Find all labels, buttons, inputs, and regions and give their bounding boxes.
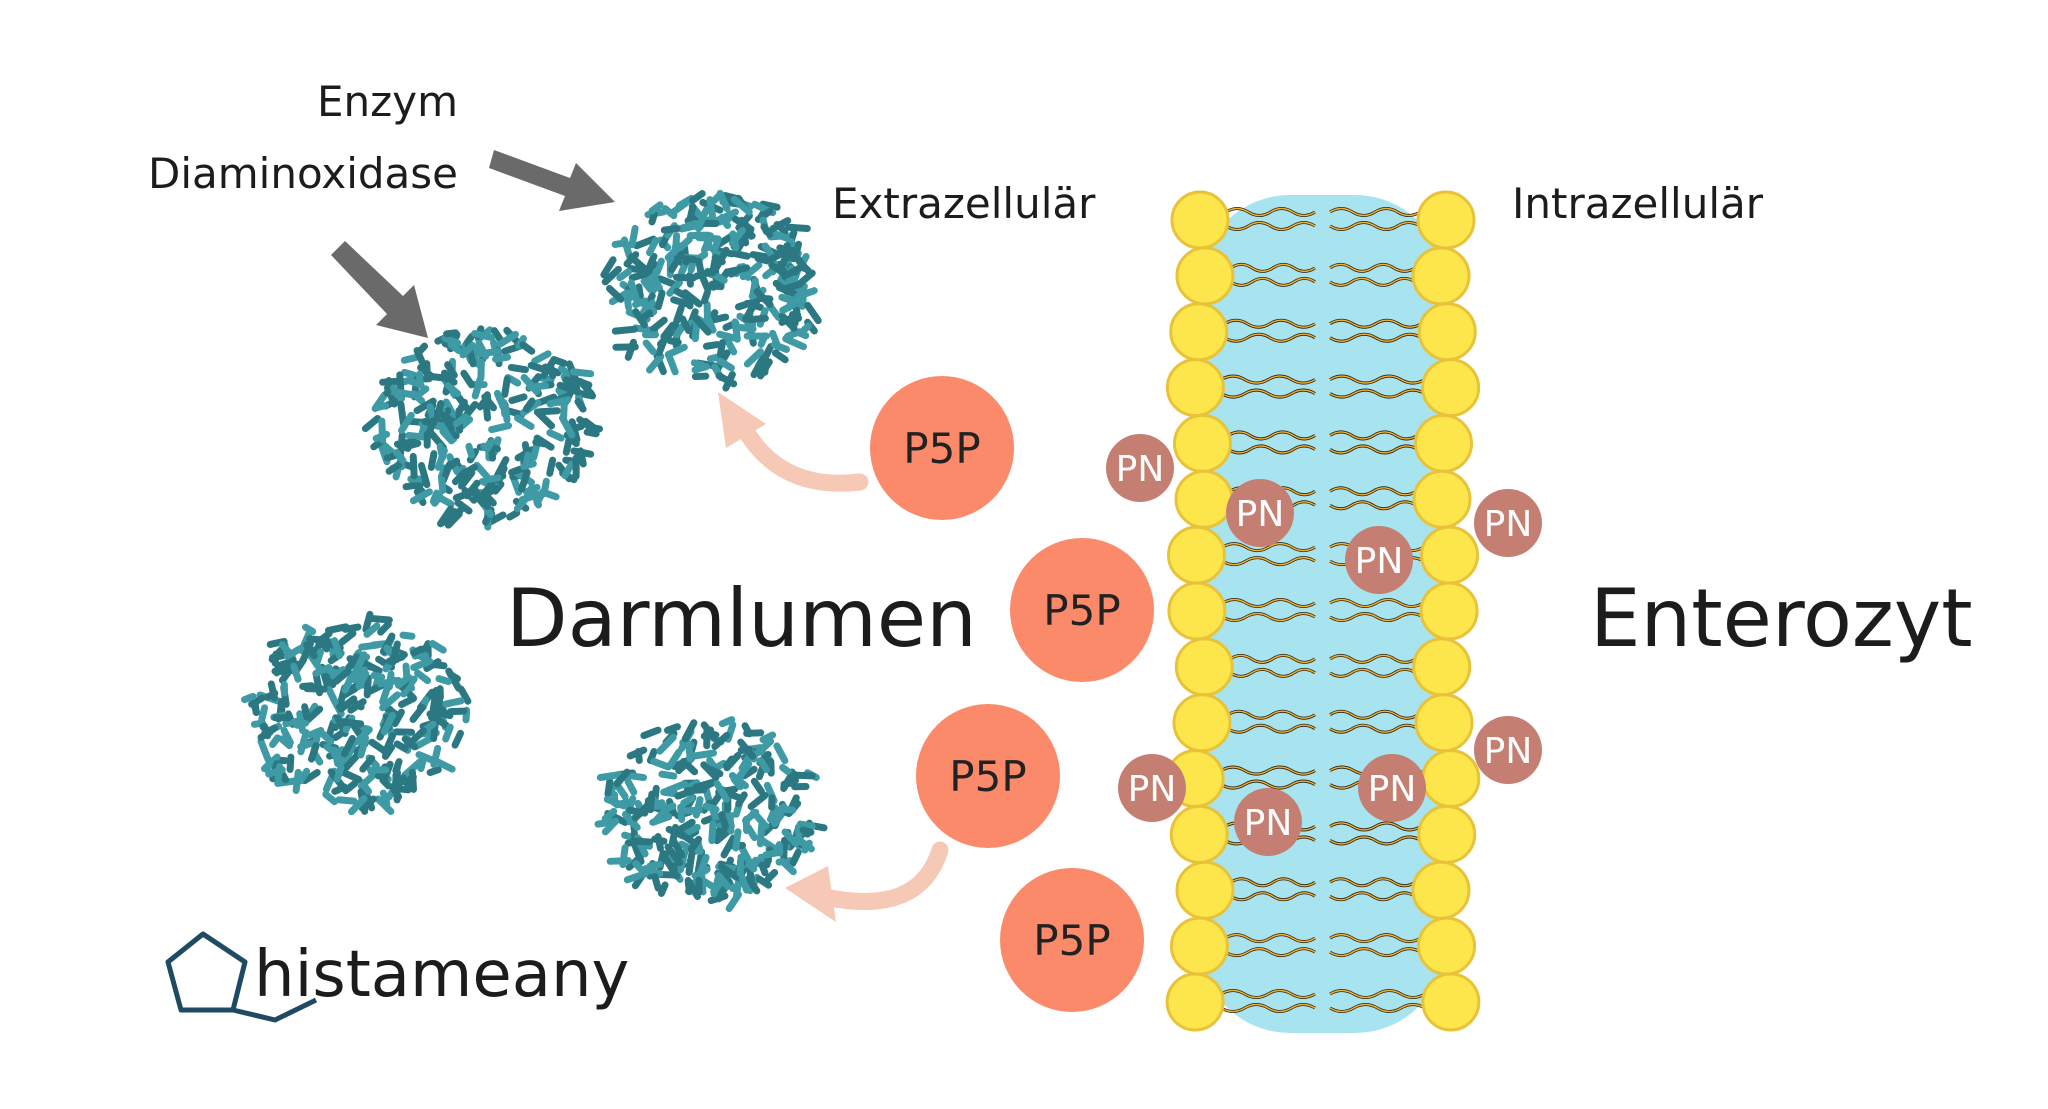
- pn-label: PN: [1128, 769, 1177, 810]
- lipid-head: [1174, 695, 1230, 751]
- pn-molecule: PN: [1474, 489, 1542, 557]
- logo-text: histameany: [254, 938, 629, 1012]
- enterocyte-label: Enterozyt: [1590, 572, 1973, 665]
- enzyme-cluster: [598, 720, 824, 909]
- lipid-head: [1413, 248, 1469, 304]
- p5p-label: P5P: [1043, 586, 1120, 635]
- enzyme-label-line1: Enzym: [317, 77, 458, 126]
- p5p-label: P5P: [903, 424, 980, 473]
- p5p-molecule: P5P: [870, 376, 1014, 520]
- lipid-head: [1423, 974, 1479, 1030]
- lipid-head: [1176, 639, 1232, 695]
- enzyme-cluster: [365, 329, 599, 527]
- p5p-label: P5P: [949, 752, 1026, 801]
- pn-molecule: PN: [1106, 434, 1174, 502]
- lipid-head: [1419, 304, 1475, 360]
- pn-label: PN: [1484, 504, 1533, 545]
- enzyme-cluster: [244, 614, 467, 811]
- lipid-head: [1172, 192, 1228, 248]
- arrow-to-enzyme-left: [331, 241, 428, 338]
- lipid-head: [1416, 415, 1472, 471]
- lipid-head: [1418, 192, 1474, 248]
- lipid-head: [1174, 415, 1230, 471]
- pn-label: PN: [1484, 731, 1533, 772]
- pn-molecule: PN: [1474, 716, 1542, 784]
- lipid-head: [1176, 471, 1232, 527]
- lipid-head: [1416, 695, 1472, 751]
- lipid-head: [1421, 527, 1477, 583]
- lipid-head: [1169, 583, 1225, 639]
- lipid-head: [1421, 583, 1477, 639]
- pn-molecule: PN: [1358, 754, 1426, 822]
- lipid-head: [1177, 862, 1233, 918]
- p5p-molecule: P5P: [1000, 868, 1144, 1012]
- pn-molecule: PN: [1226, 479, 1294, 547]
- lipid-head: [1414, 639, 1470, 695]
- lipid-head: [1419, 806, 1475, 862]
- pn-label: PN: [1355, 541, 1404, 582]
- arrow-to-enzyme-top: [489, 150, 615, 211]
- lipid-head: [1419, 918, 1475, 974]
- arrow-p5p-lower: [830, 850, 940, 902]
- lipid-head: [1423, 360, 1479, 416]
- lipid-head: [1177, 248, 1233, 304]
- lipid-head: [1167, 974, 1223, 1030]
- lumen-label: Darmlumen: [506, 572, 977, 665]
- intracellular-label: Intrazellulär: [1512, 179, 1764, 228]
- enzyme-clusters: [244, 193, 824, 908]
- pn-label: PN: [1236, 494, 1285, 535]
- extracellular-label: Extrazellulär: [832, 179, 1096, 228]
- lipid-head: [1169, 527, 1225, 583]
- enzyme-label-line2: Diaminoxidase: [148, 149, 458, 198]
- enzyme-cluster: [604, 193, 818, 388]
- lipid-head: [1171, 806, 1227, 862]
- pn-molecule: PN: [1234, 788, 1302, 856]
- pn-molecule: PN: [1118, 754, 1186, 822]
- histameany-logo: histameany: [168, 934, 629, 1020]
- pn-label: PN: [1116, 449, 1165, 490]
- lipid-head: [1413, 862, 1469, 918]
- lipid-head: [1171, 918, 1227, 974]
- p5p-molecule: P5P: [1010, 538, 1154, 682]
- arrow-p5p-upper: [740, 420, 860, 483]
- lipid-head: [1171, 304, 1227, 360]
- logo-pentagon-icon: [168, 934, 245, 1010]
- pn-molecule: PN: [1345, 526, 1413, 594]
- pn-label: PN: [1244, 803, 1293, 844]
- lipid-head: [1167, 360, 1223, 416]
- pn-label: PN: [1368, 769, 1417, 810]
- p5p-molecule: P5P: [916, 704, 1060, 848]
- lipid-head: [1423, 751, 1479, 807]
- lipid-head: [1414, 471, 1470, 527]
- p5p-label: P5P: [1033, 916, 1110, 965]
